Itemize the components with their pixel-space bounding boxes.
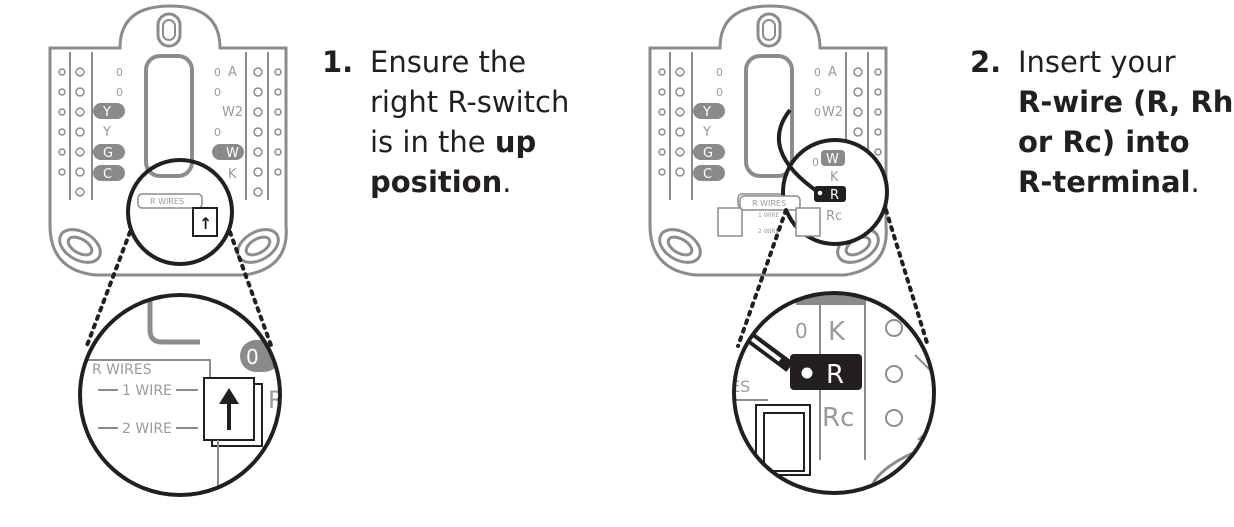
left-terminal-labels: Y Y G C 0 0 <box>693 66 725 182</box>
svg-text:0: 0 <box>812 156 819 169</box>
svg-text:W: W <box>826 152 839 167</box>
step1-emphasis-position: position <box>370 165 503 199</box>
svg-text:↑: ↑ <box>199 214 212 233</box>
svg-text:0: 0 <box>214 126 221 139</box>
magnify-connectors <box>736 208 930 348</box>
terminal-k: K <box>228 167 237 182</box>
magnify-source-circle <box>126 158 234 266</box>
step1-line1: Ensure the <box>370 45 527 79</box>
right-terminal-labels: A W2 0 0 0 <box>814 65 843 120</box>
svg-text:0: 0 <box>246 345 259 369</box>
terminal-r-small: R <box>830 188 839 203</box>
step1-number: 1. <box>322 45 354 79</box>
svg-text:0: 0 <box>214 66 221 79</box>
terminal-rc-small: Rc <box>826 209 842 224</box>
svg-text:0: 0 <box>814 106 821 119</box>
terminal-a: A <box>228 65 237 80</box>
switch-option-1-wire: 1 WIRE <box>122 383 172 399</box>
terminal-y1: Y <box>102 105 111 120</box>
svg-text:A: A <box>828 65 837 80</box>
svg-text:C: C <box>703 167 712 182</box>
svg-text:0: 0 <box>814 86 821 99</box>
svg-text:1 WIRE: 1 WIRE <box>758 212 780 219</box>
svg-text:0: 0 <box>116 66 123 79</box>
wire-small <box>776 108 820 194</box>
step1-line2: right R-switch <box>370 85 570 119</box>
step1-instruction: 1. Ensure the right R-switch is in the up… <box>322 42 569 202</box>
terminal-k-large: K <box>828 317 846 347</box>
terminal-screws-left <box>658 67 685 177</box>
step2-line4: R-terminal <box>1018 165 1191 199</box>
svg-text:Y: Y <box>702 105 711 120</box>
terminal-rc-large: Rc <box>822 403 854 433</box>
switch-title-large: R WIRES <box>92 362 152 378</box>
wire-slot <box>144 54 194 178</box>
svg-text:0: 0 <box>716 66 723 79</box>
step2-line3: or Rc) into <box>1018 125 1190 159</box>
svg-text:R: R <box>268 386 285 414</box>
step1-line3: is in the <box>370 125 495 159</box>
arrow-up-icon <box>219 388 239 430</box>
right-terminal-labels: A W2 W K 0 0 0 <box>212 65 244 182</box>
svg-text:W2: W2 <box>822 105 843 120</box>
terminal-c: C <box>103 167 112 182</box>
step1-period: . <box>502 165 512 199</box>
diagram-step2: Y Y G C 0 0 A W2 0 0 0 0 W K R Rc R WIRE… <box>648 4 936 495</box>
magnify-circle <box>78 293 282 497</box>
terminal-w2: W2 <box>222 105 243 120</box>
terminal-screws-left <box>58 67 85 197</box>
mount-ovals <box>58 228 280 264</box>
svg-text:K: K <box>830 170 839 185</box>
svg-text:Y: Y <box>702 125 711 140</box>
step2-line2: R-wire (R, Rh <box>1018 85 1234 119</box>
svg-text:0: 0 <box>116 86 123 99</box>
r-switch-small <box>192 207 218 237</box>
step2-number: 2. <box>970 45 1002 79</box>
svg-text:0: 0 <box>716 86 723 99</box>
step2-instruction: 2.Insert your R-wire (R, Rh or Rc) into … <box>970 42 1233 202</box>
magnify-circle <box>732 291 936 495</box>
terminal-screws-right <box>253 67 282 197</box>
terminal-w: W <box>226 146 239 161</box>
svg-text:0: 0 <box>795 319 808 343</box>
switch-option-2-wire: 2 WIRE <box>122 421 172 437</box>
svg-text:G: G <box>703 146 713 161</box>
svg-text:2 WIRE: 2 WIRE <box>758 228 780 235</box>
switch-title-fragment: ES <box>730 377 750 396</box>
step2-line1: Insert your <box>1018 45 1176 79</box>
magnified-view: 0 K R Rc ES <box>730 293 934 493</box>
svg-text:R WIRES: R WIRES <box>752 199 786 208</box>
terminal-g: G <box>103 146 113 161</box>
step2-period: . <box>1190 165 1200 199</box>
switch-title-small: R WIRES <box>150 197 184 206</box>
diagram-step1: Y Y G C 0 0 A W2 W K 0 0 0 R WIRES ↑ <box>48 4 288 497</box>
magnified-view: 0 R WIRES 1 WIRE 2 WIRE R <box>80 295 285 495</box>
terminal-k-small: 0 W K <box>812 150 845 185</box>
left-terminal-labels: Y Y G C 0 0 <box>93 66 125 182</box>
terminal-y: Y <box>102 125 111 140</box>
step1-emphasis-up: up <box>494 125 537 159</box>
terminal-r-large: R <box>826 360 844 390</box>
svg-text:0: 0 <box>814 66 821 79</box>
svg-text:0: 0 <box>214 86 221 99</box>
magnify-connectors <box>84 230 274 350</box>
